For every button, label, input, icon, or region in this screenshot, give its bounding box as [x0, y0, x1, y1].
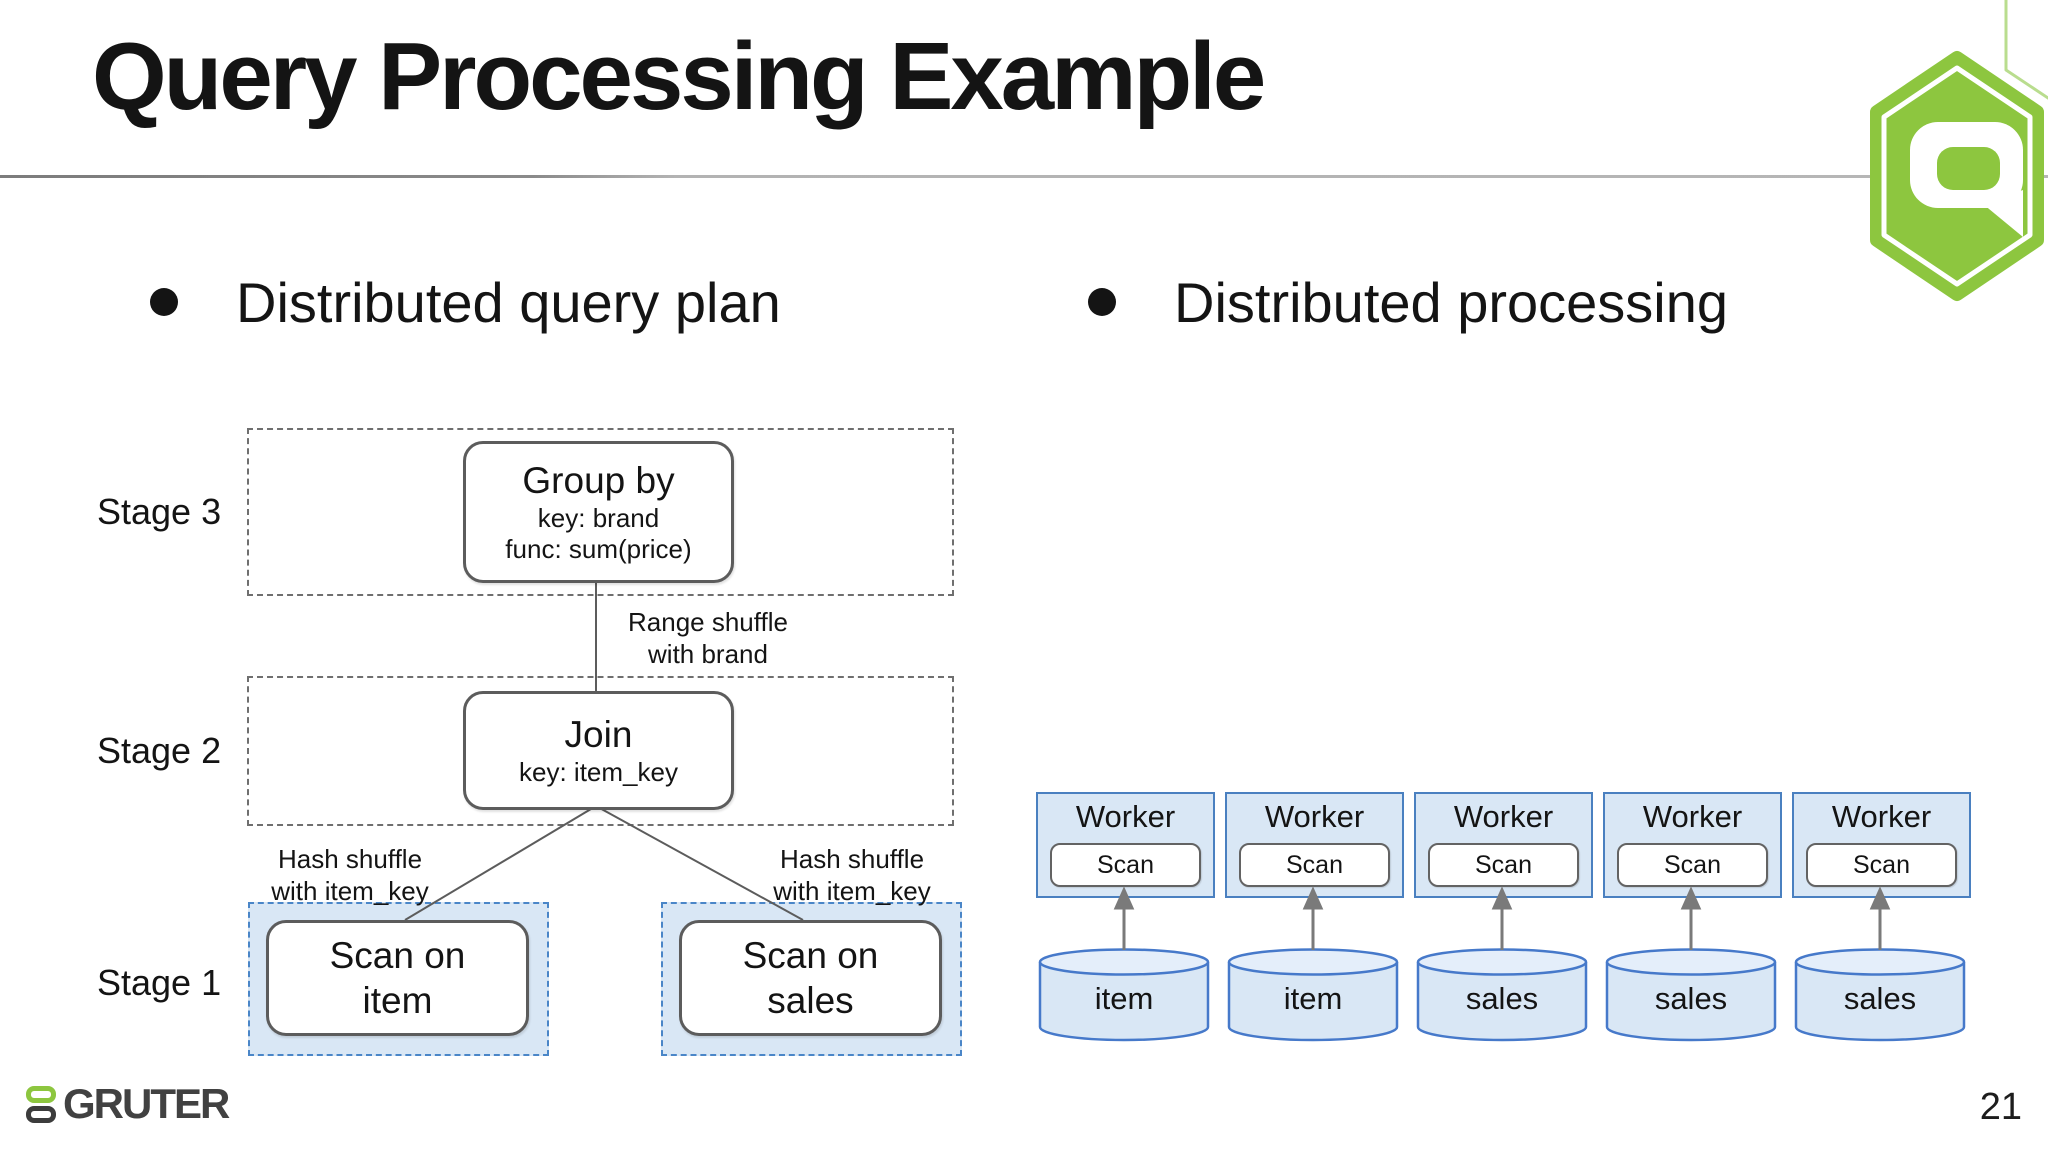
worker-label: Worker	[1831, 799, 1932, 834]
bullet-distributed-query-plan: Distributed query plan	[150, 270, 781, 334]
edge-label-hash-shuffle-right: Hash shuffle with item_key	[742, 843, 962, 907]
node-title: item	[362, 980, 433, 1021]
datastore-label: sales	[1465, 981, 1539, 1016]
edge-label-line: Hash shuffle	[779, 844, 925, 874]
datastore-label: sales	[1654, 981, 1728, 1016]
edge-label-range-shuffle: Range shuffle with brand	[608, 606, 808, 670]
gruter-logo: GRUTER	[26, 1080, 230, 1128]
edge-label-line: Range shuffle	[628, 607, 788, 637]
edge-label-hash-shuffle-left: Hash shuffle with item_key	[240, 843, 460, 907]
datastore-label: sales	[1843, 981, 1917, 1016]
stage-1-task-sales: Scan on sales	[661, 902, 962, 1056]
worker-label: Worker	[1264, 799, 1365, 834]
scan-operator-box: Scan	[1239, 843, 1390, 887]
bullet-icon	[1088, 288, 1116, 316]
node-title: Scan on	[329, 935, 466, 976]
scan-operator-box: Scan	[1806, 843, 1957, 887]
datastore-cylinder-4: sales	[1605, 947, 1777, 1045]
gruter-wordmark: GRUTER	[63, 1080, 230, 1127]
worker-box-2: Worker Scan	[1225, 792, 1404, 898]
edge-label-line: with item_key	[271, 876, 429, 906]
tajo-hexagon-logo-icon	[1870, 0, 2048, 301]
gruter-ring-dark	[26, 1105, 56, 1123]
bullet-icon	[150, 288, 178, 316]
datastore-label: item	[1283, 981, 1343, 1016]
cylinder-icon	[1416, 948, 1588, 1042]
page-number: 21	[1979, 1086, 2022, 1128]
bullet-distributed-processing: Distributed processing	[1088, 270, 1728, 334]
datastore-cylinder-3: sales	[1416, 947, 1588, 1045]
worker-label: Worker	[1453, 799, 1554, 834]
cylinder-icon	[1605, 948, 1777, 1042]
datastore-cylinder-1: item	[1038, 947, 1210, 1045]
node-scan-on-item: Scan on item	[266, 920, 529, 1036]
node-detail: key: brand	[537, 503, 660, 533]
node-scan-on-sales: Scan on sales	[679, 920, 942, 1036]
worker-box-3: Worker Scan	[1414, 792, 1593, 898]
stage-3-boundary	[247, 428, 954, 596]
cylinder-icon	[1794, 948, 1966, 1042]
scan-operator-box: Scan	[1617, 843, 1768, 887]
worker-label: Worker	[1075, 799, 1176, 834]
node-detail: key: item_key	[519, 757, 678, 787]
page-title: Query Processing Example	[92, 23, 1266, 130]
node-title: sales	[767, 980, 854, 1021]
stage-2-label: Stage 2	[97, 730, 222, 771]
worker-box-4: Worker Scan	[1603, 792, 1782, 898]
node-title: Scan on	[742, 935, 879, 976]
node-join: Join key: item_key	[463, 691, 734, 810]
scan-operator-box: Scan	[1050, 843, 1201, 887]
cylinder-icon	[1227, 948, 1399, 1042]
title-underline	[0, 175, 2048, 178]
gruter-ring-green	[26, 1085, 56, 1103]
node-title: Group by	[522, 460, 675, 501]
node-title: Join	[564, 714, 633, 755]
bullet-label: Distributed processing	[1174, 270, 1729, 334]
node-detail: func: sum(price)	[505, 534, 692, 564]
scan-operator-box: Scan	[1428, 843, 1579, 887]
stage-1-task-item: Scan on item	[248, 902, 549, 1056]
bullet-label: Distributed query plan	[236, 270, 781, 334]
worker-box-5: Worker Scan	[1792, 792, 1971, 898]
node-group-by: Group by key: brand func: sum(price)	[463, 441, 734, 583]
datastore-cylinder-5: sales	[1794, 947, 1966, 1045]
cylinder-icon	[1038, 948, 1210, 1042]
worker-box-1: Worker Scan	[1036, 792, 1215, 898]
datastore-label: item	[1094, 981, 1154, 1016]
worker-label: Worker	[1642, 799, 1743, 834]
edge-label-line: with item_key	[773, 876, 931, 906]
edge-label-line: with brand	[648, 639, 768, 669]
datastore-cylinder-2: item	[1227, 947, 1399, 1045]
stage-3-label: Stage 3	[97, 491, 222, 532]
gruter-logo-icon	[26, 1085, 56, 1123]
stage-1-label: Stage 1	[97, 962, 222, 1003]
edge-label-line: Hash shuffle	[277, 844, 423, 874]
